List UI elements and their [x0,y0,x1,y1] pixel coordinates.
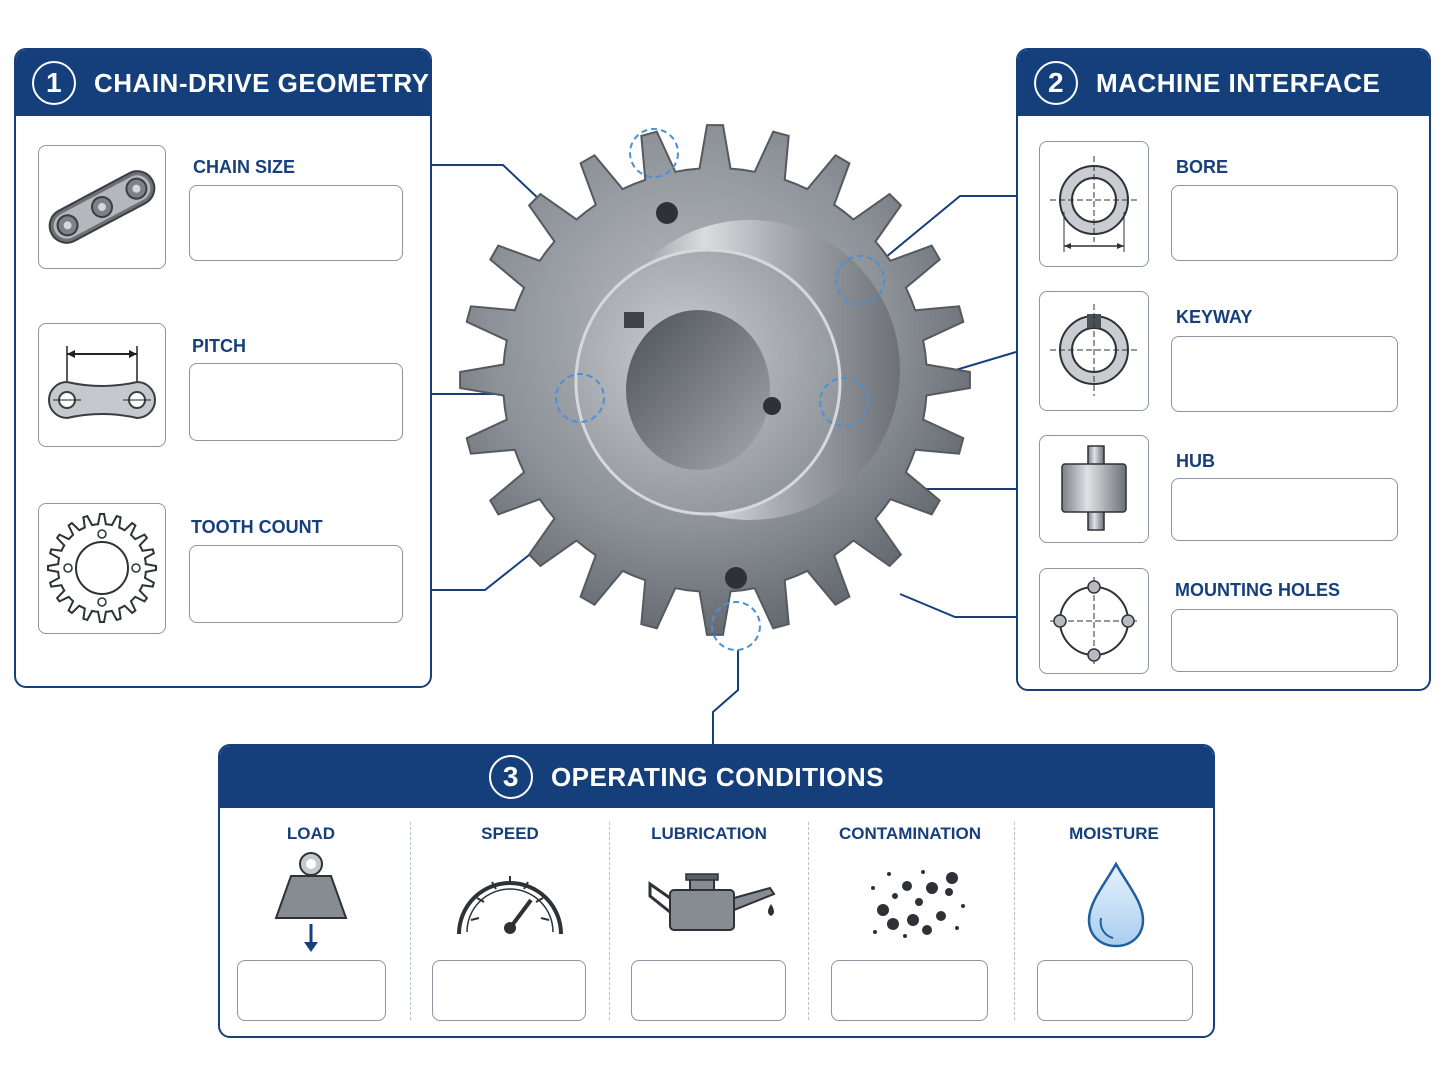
particles-icon [871,870,965,938]
column-divider [1014,822,1015,1020]
pitch-link-icon [38,323,166,447]
keyway-slot [624,312,644,328]
highlight-edge [835,255,885,305]
bore-input[interactable] [1171,185,1398,261]
lubrication-input[interactable] [631,960,786,1021]
panel-title: CHAIN-DRIVE GEOMETRY [94,67,430,98]
pitch-label: PITCH [192,336,246,356]
bore-icon [1039,141,1149,267]
panel-header: 1 CHAIN-DRIVE GEOMETRY [16,50,430,116]
set-screw-hole [763,397,781,415]
column-divider [410,822,411,1020]
sprocket-icon [38,503,166,634]
moisture-column: MOISTURE [1019,808,1209,1030]
bore-label: BORE [1176,157,1229,177]
weight-icon [274,852,348,952]
load-input[interactable] [237,960,386,1021]
sprocket-illustration [459,124,971,651]
column-divider [609,822,610,1020]
lubrication-label: LUBRICATION [651,824,767,843]
panel-title: OPERATING CONDITIONS [550,761,885,792]
mounting-holes-input[interactable] [1171,609,1398,672]
mounting-holes-label: MOUNTING HOLES [1175,580,1340,600]
pitch-input[interactable] [189,363,403,441]
contamination-label: CONTAMINATION [839,824,981,843]
hub-label: HUB [1176,451,1215,471]
keyway-icon [1039,291,1149,411]
highlight-hole [711,601,761,651]
hub-input[interactable] [1171,478,1398,541]
panel-number-badge: 3 [488,755,533,799]
highlight-face [819,377,869,427]
speed-input[interactable] [432,960,586,1021]
highlight-hub [555,373,605,423]
speed-column: SPEED [415,808,605,1030]
water-drop-icon [1087,861,1145,948]
speedometer-icon [457,876,563,935]
contamination-column: CONTAMINATION [815,808,1005,1030]
chain-size-input[interactable] [189,185,403,261]
keyway-input[interactable] [1171,336,1398,412]
column-divider [808,822,809,1020]
tooth-count-input[interactable] [189,545,403,623]
mounting-hole-bottom [725,567,747,589]
mounting-hole-top [656,202,678,224]
contamination-input[interactable] [831,960,988,1021]
panel-header: 3 OPERATING CONDITIONS [220,746,1213,808]
moisture-input[interactable] [1037,960,1193,1021]
oil-can-icon [648,873,776,931]
tooth-count-label: TOOTH COUNT [191,517,323,537]
panel-header: 2 MACHINE INTERFACE [1018,50,1429,116]
chain-link-icon [38,145,166,269]
load-column: LOAD [216,808,406,1030]
panel-number-badge: 2 [1034,61,1078,105]
speed-label: SPEED [481,824,539,843]
hub-icon [1039,435,1149,543]
mounting-holes-icon [1039,568,1149,674]
bore-hole [626,310,770,470]
chain-size-label: CHAIN SIZE [193,157,296,177]
highlight-tooth [629,128,679,178]
keyway-label: KEYWAY [1176,307,1253,327]
panel-title: MACHINE INTERFACE [1096,67,1381,98]
load-label: LOAD [286,824,336,843]
panel-number-badge: 1 [32,61,76,105]
lubrication-column: LUBRICATION [614,808,804,1030]
moisture-label: MOISTURE [1069,824,1159,843]
